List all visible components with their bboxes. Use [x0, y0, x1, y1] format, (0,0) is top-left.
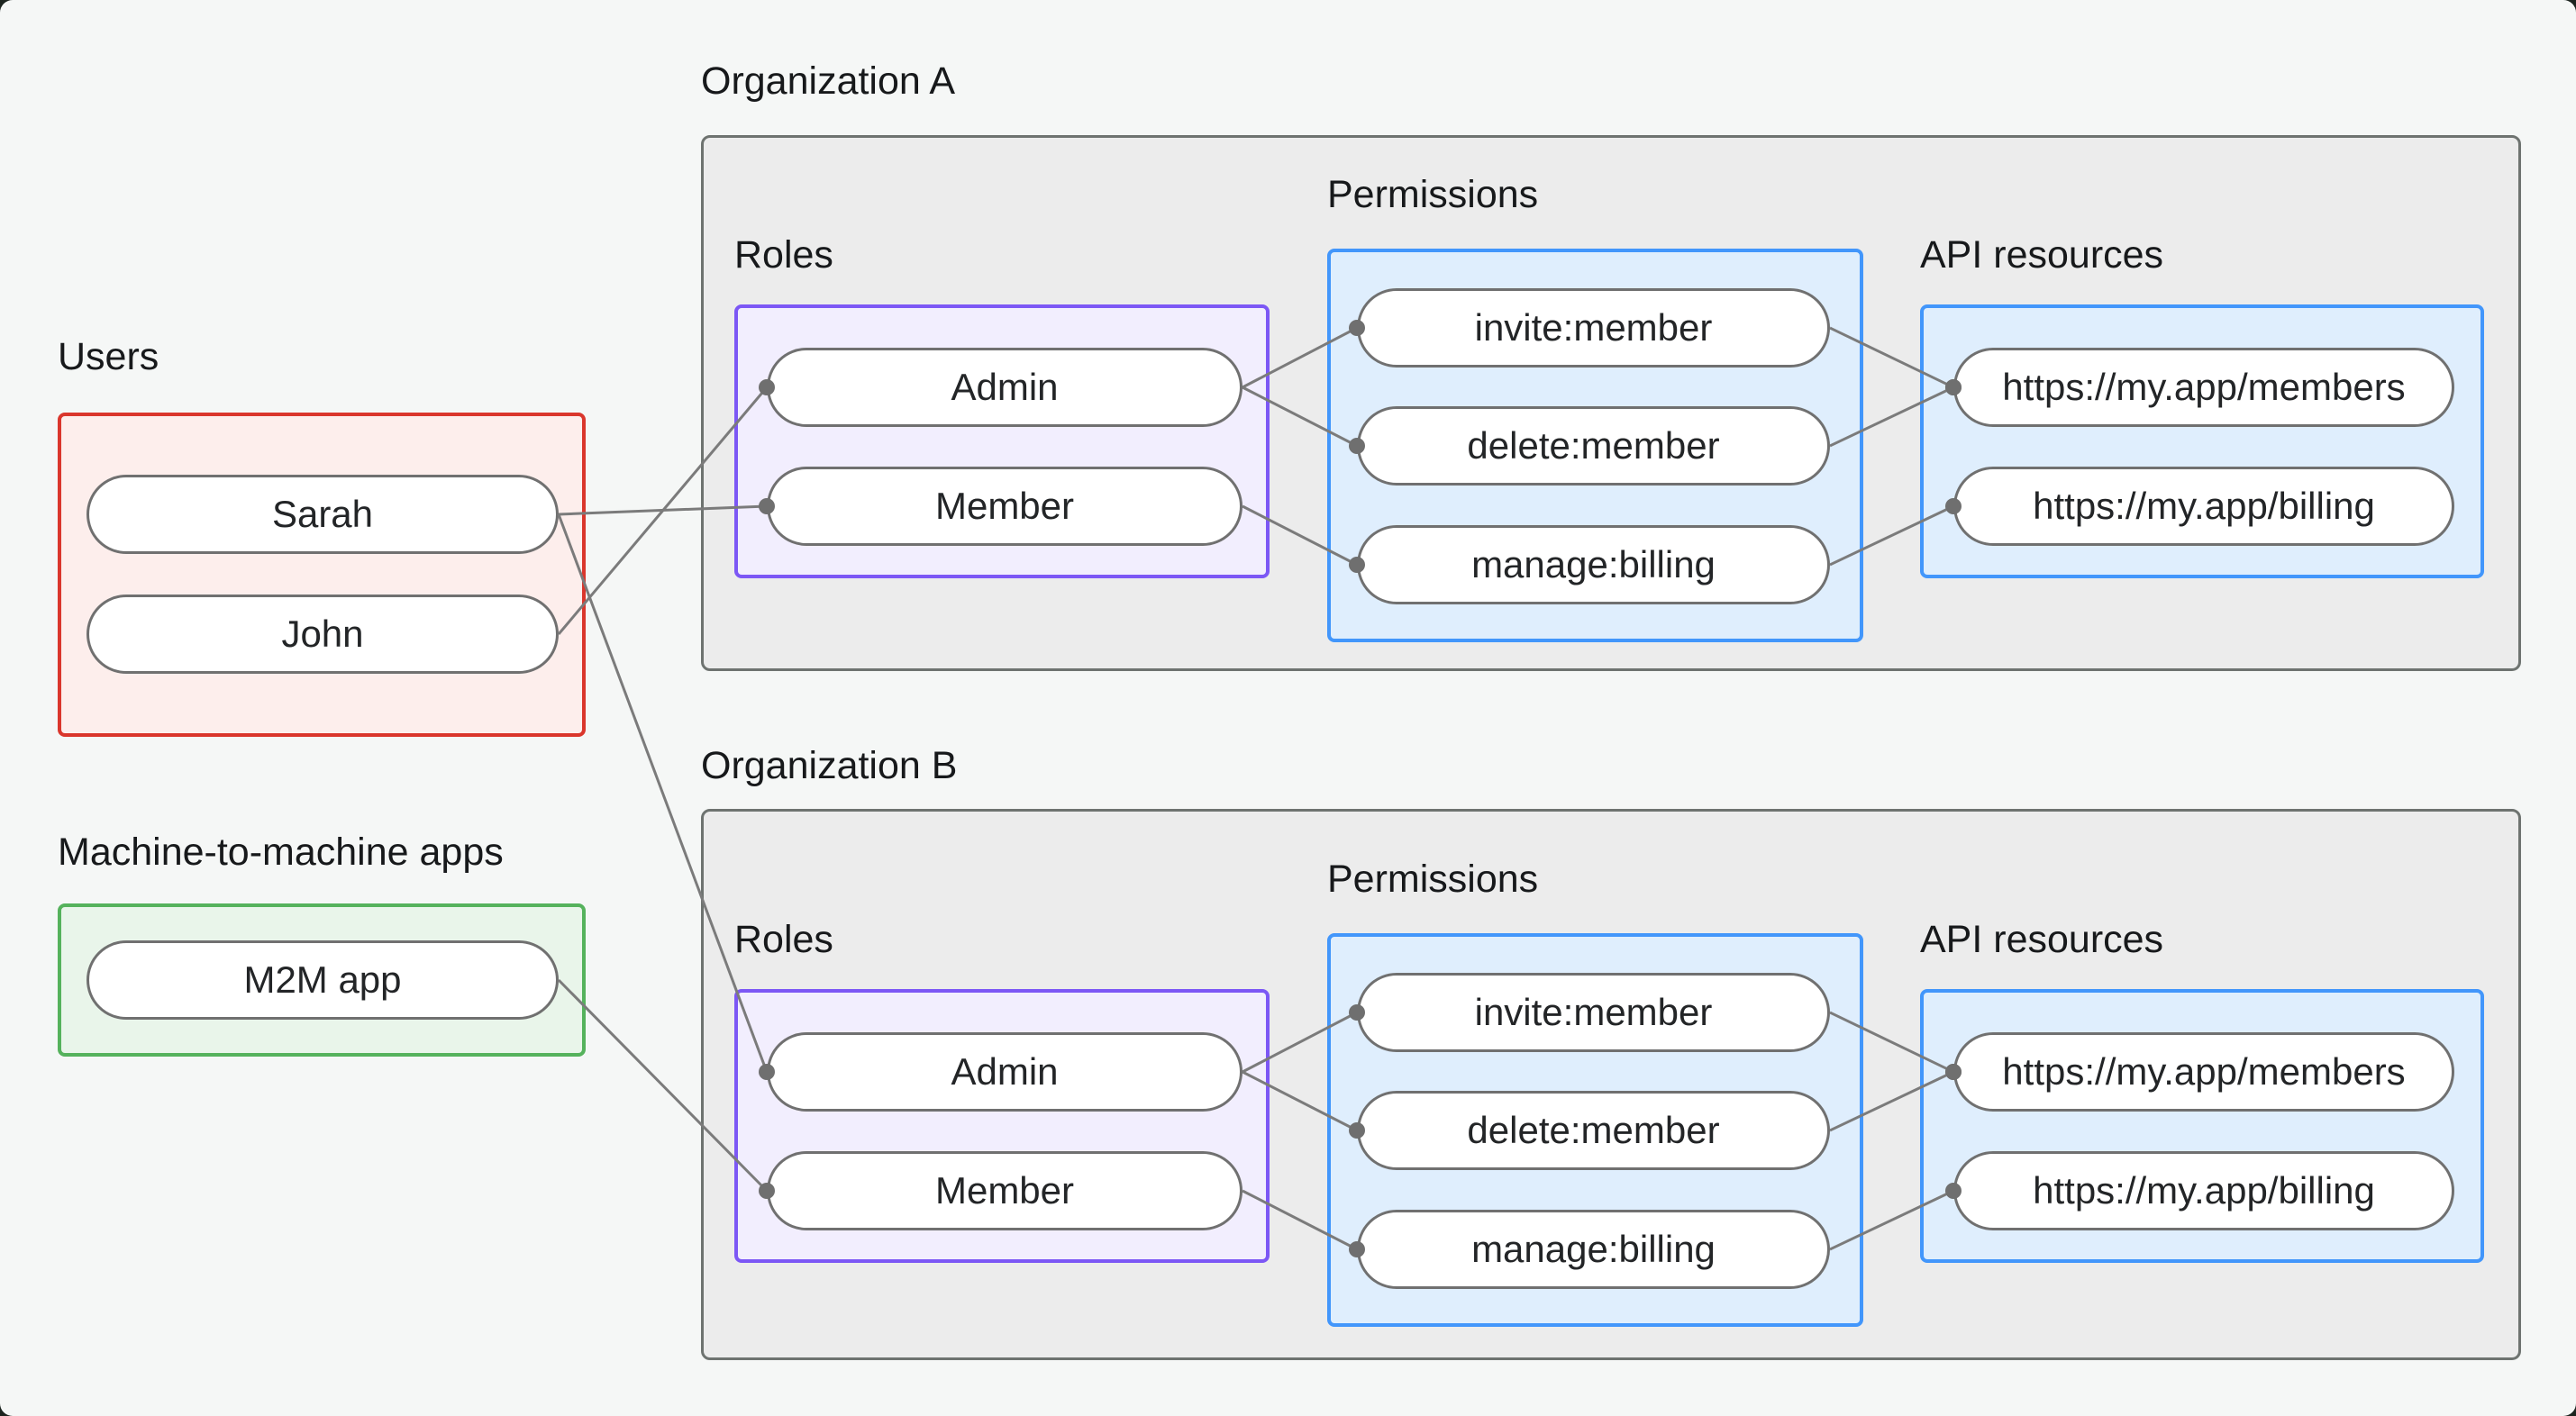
org-a-permissions-label: Permissions: [1327, 173, 1539, 216]
node-org-a-permission-manage-billing: manage:billing: [1357, 525, 1830, 604]
node-org-a-permission-delete-member: delete:member: [1357, 406, 1830, 486]
org-a-api-label: API resources: [1920, 233, 2164, 277]
users-box: [58, 413, 586, 737]
node-org-b-api-members: https://my.app/members: [1953, 1032, 2454, 1112]
node-m2m-app: M2M app: [86, 940, 559, 1020]
node-org-b-role-admin: Admin: [767, 1032, 1242, 1112]
node-org-a-api-billing: https://my.app/billing: [1953, 467, 2454, 546]
org-b-permissions-label: Permissions: [1327, 858, 1539, 901]
node-org-a-permission-invite-member: invite:member: [1357, 288, 1830, 368]
node-org-b-permission-manage-billing: manage:billing: [1357, 1210, 1830, 1289]
org-b-title: Organization B: [701, 744, 958, 787]
node-org-b-role-member: Member: [767, 1151, 1242, 1230]
node-org-b-api-billing: https://my.app/billing: [1953, 1151, 2454, 1230]
org-a-roles-label: Roles: [734, 233, 833, 277]
node-org-b-permission-invite-member: invite:member: [1357, 973, 1830, 1052]
node-user-john: John: [86, 595, 559, 674]
org-b-roles-label: Roles: [734, 918, 833, 961]
node-org-b-permission-delete-member: delete:member: [1357, 1091, 1830, 1170]
org-a-title: Organization A: [701, 59, 956, 103]
node-org-a-role-admin: Admin: [767, 348, 1242, 427]
m2m-label: Machine-to-machine apps: [58, 831, 504, 874]
node-org-a-api-members: https://my.app/members: [1953, 348, 2454, 427]
node-org-a-role-member: Member: [767, 467, 1242, 546]
org-b-api-label: API resources: [1920, 918, 2164, 961]
users-label: Users: [58, 335, 159, 378]
node-user-sarah: Sarah: [86, 475, 559, 554]
